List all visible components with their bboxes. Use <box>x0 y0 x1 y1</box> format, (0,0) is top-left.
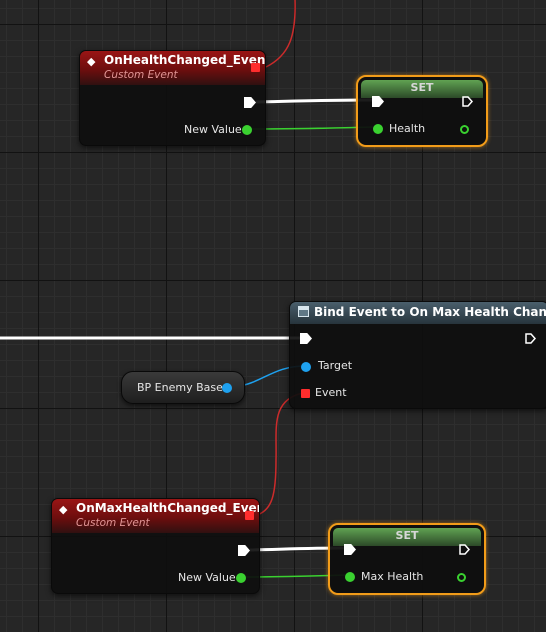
node-header: Bind Event to On Max Health Changed <box>290 302 546 324</box>
node-subtitle: Custom Event <box>104 69 178 81</box>
delegate-wire-bottom <box>256 392 304 516</box>
new-value-label: New Value <box>178 571 236 584</box>
delegate-output-pin[interactable] <box>251 63 260 72</box>
node-title: SET <box>395 529 419 542</box>
set-health-node[interactable]: SET Health <box>356 75 488 147</box>
exec-output-pin[interactable] <box>459 544 470 555</box>
node-title: SET <box>410 81 434 94</box>
new-value-output-pin[interactable] <box>236 573 246 583</box>
on-health-changed-event-node[interactable]: ◆ OnHealthChanged_Event Custom Event New… <box>79 50 266 146</box>
node-header: ◆ OnHealthChanged_Event Custom Event <box>80 51 265 85</box>
node-title: OnMaxHealthChanged_Event <box>76 501 259 515</box>
exec-wire-top <box>255 98 373 104</box>
object-output-pin[interactable] <box>222 383 232 393</box>
health-label: Health <box>389 122 426 135</box>
set-max-health-node[interactable]: SET Max Health <box>328 523 486 595</box>
delegate-output-pin[interactable] <box>245 511 254 520</box>
max-health-label: Max Health <box>361 570 424 583</box>
event-diamond-icon: ◆ <box>59 503 68 516</box>
event-input-pin[interactable] <box>301 389 310 398</box>
exec-output-pin[interactable] <box>244 97 256 108</box>
event-diamond-icon: ◆ <box>87 55 96 68</box>
node-title: Bind Event to On Max Health Changed <box>314 305 546 319</box>
on-max-health-changed-event-node[interactable]: ◆ OnMaxHealthChanged_Event Custom Event … <box>51 498 260 594</box>
delegate-wire-top <box>265 0 296 68</box>
node-header: SET <box>333 528 481 546</box>
node-title: OnHealthChanged_Event <box>104 53 265 67</box>
node-header: ◆ OnMaxHealthChanged_Event Custom Event <box>52 499 259 533</box>
max-health-output-pin[interactable] <box>457 573 466 582</box>
node-header: SET <box>361 80 483 98</box>
exec-output-pin[interactable] <box>462 96 473 107</box>
exec-input-pin[interactable] <box>372 96 384 107</box>
exec-input-pin[interactable] <box>300 333 312 344</box>
target-input-pin[interactable] <box>301 362 311 372</box>
bp-enemy-base-node[interactable]: BP Enemy Base <box>121 371 245 404</box>
bind-event-node[interactable]: Bind Event to On Max Health Changed Targ… <box>289 301 546 409</box>
new-value-label: New Value <box>184 123 242 136</box>
health-output-pin[interactable] <box>460 125 469 134</box>
variable-label: BP Enemy Base <box>137 381 223 394</box>
new-value-output-pin[interactable] <box>242 125 252 135</box>
event-label: Event <box>315 386 347 399</box>
exec-output-pin[interactable] <box>525 333 536 344</box>
max-health-input-pin[interactable] <box>345 572 355 582</box>
exec-output-pin[interactable] <box>238 545 250 556</box>
function-icon <box>298 306 309 317</box>
target-label: Target <box>318 359 353 372</box>
health-input-pin[interactable] <box>373 124 383 134</box>
exec-input-pin[interactable] <box>344 544 356 555</box>
node-subtitle: Custom Event <box>76 517 150 529</box>
